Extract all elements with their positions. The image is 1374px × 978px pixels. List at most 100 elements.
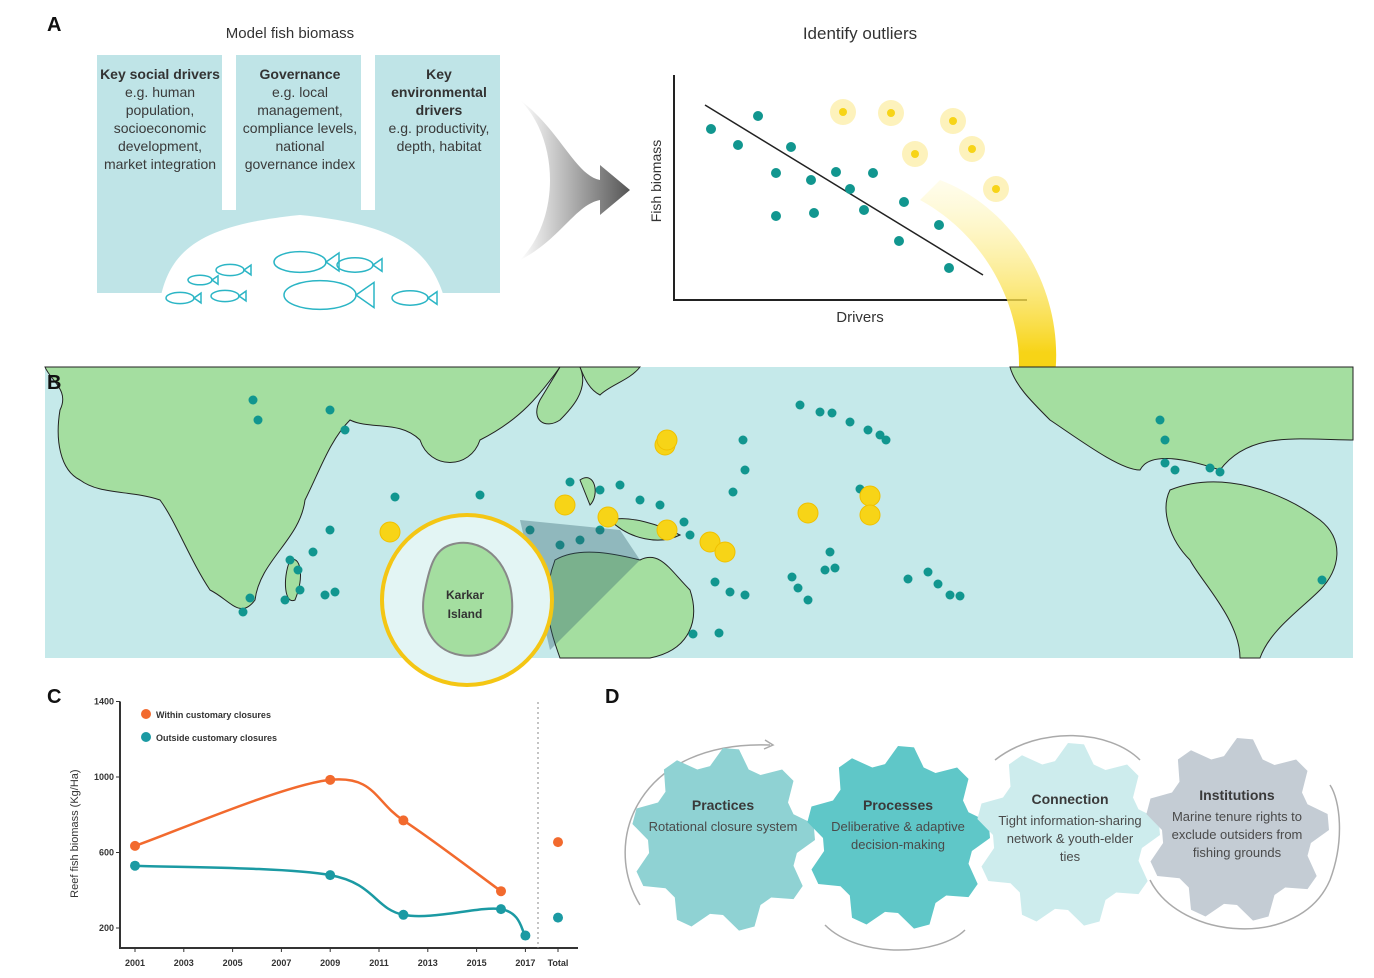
cycle-arrow [994,734,1141,761]
site-marker [793,583,803,593]
site-marker [845,417,855,427]
series-point [520,930,531,941]
data-point [934,220,944,230]
site-marker [787,572,797,582]
data-point [894,236,904,246]
scatter-axes [673,75,1027,301]
site-marker [875,430,885,440]
site-marker [475,490,485,500]
box-title: Governance [259,66,341,82]
site-marker [740,465,750,475]
outlier-point [949,117,957,125]
karkar-island [422,541,514,657]
site-marker [1160,435,1170,445]
site-marker [881,435,891,445]
data-point [771,211,781,221]
x-tick-label: 2017 [515,958,535,968]
landmass [44,366,561,610]
site-marker [827,408,837,418]
site-marker [280,595,290,605]
outlier-site [379,521,401,543]
cycle-arrow [1149,784,1341,930]
outlier-site [597,506,619,528]
legend-marker [141,732,151,742]
data-point [845,184,855,194]
gear-icon [1146,738,1329,921]
site-marker [825,547,835,557]
series-line [134,778,502,893]
box-body: e.g. human population, socioeconomic dev… [103,84,217,172]
landmass [546,551,695,659]
data-point [733,140,743,150]
site-marker [555,540,565,550]
series-point [398,909,409,920]
outlier-site [656,519,678,541]
fish-tail-icon [354,280,375,310]
model-title: Model fish biomass [225,25,355,42]
panel-b-label: B [47,372,62,394]
series-point [325,870,336,881]
site-marker [575,535,585,545]
fish-tail-icon [426,290,438,306]
site-marker [293,565,303,575]
site-marker [635,495,645,505]
landmass [579,366,642,396]
total-point [553,912,563,923]
cycle-arrow [824,924,966,951]
site-marker [738,435,748,445]
site-marker [1155,415,1165,425]
data-point [786,142,796,152]
x-tick-label: 2011 [369,958,389,968]
outlier-point [887,109,895,117]
site-marker [955,591,965,601]
x-tick-label: 2013 [418,958,438,968]
site-marker [295,585,305,595]
gear-body: Deliberative & adaptive decision-making [831,819,965,852]
site-marker [340,425,350,435]
fish-tail-icon [371,257,383,273]
series-point [398,815,409,826]
outlier-site [656,429,678,451]
site-marker [615,480,625,490]
site-marker [390,492,400,502]
series-point [496,904,506,915]
site-marker [1205,463,1215,473]
site-marker [253,415,263,425]
fish-cloud [160,215,445,300]
total-point [553,837,563,848]
series-point [325,774,336,785]
karkar-island-label: Karkar Island [445,588,485,621]
legend-marker [141,709,151,719]
site-marker [1317,575,1327,585]
x-tick-label: 2001 [125,958,145,968]
x-tick-label: 2007 [271,958,291,968]
y-tick-label: 200 [99,923,114,933]
site-marker [330,587,340,597]
outlier-point [839,108,847,116]
site-marker [863,425,873,435]
box-body: e.g. local management, compliance levels… [242,84,358,172]
box-title: Key environmental drivers [391,66,487,118]
gear-body: Marine tenure rights to exclude outsider… [1171,809,1303,860]
outlier-site [699,531,721,553]
scatter-xlabel: Drivers [836,309,884,326]
gear-icon [807,746,990,929]
fish-tail-icon [237,289,247,303]
y-tick-label: 600 [99,848,114,858]
site-marker [688,629,698,639]
site-marker [238,607,248,617]
data-point [809,208,819,218]
fish-tail-icon [242,263,252,277]
gear-icon [977,743,1160,926]
site-marker [1215,467,1225,477]
site-marker [945,590,955,600]
series-point [130,860,140,871]
data-point [944,263,954,273]
x-tick-label: 2015 [467,958,487,968]
driver-boxes-bg [97,55,500,293]
